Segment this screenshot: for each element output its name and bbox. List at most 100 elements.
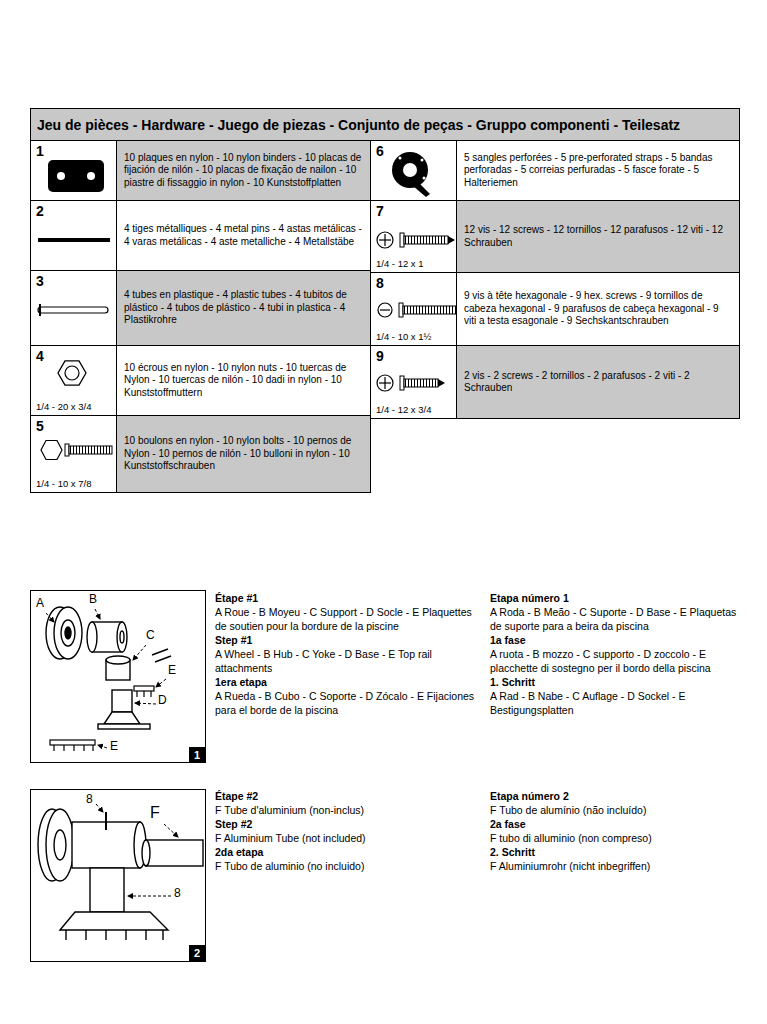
base-sketch <box>104 712 140 724</box>
plastic-tube-icon <box>38 304 108 316</box>
description-panel: 4 tiges métalliques - 4 metal pins - 4 a… <box>116 201 370 270</box>
callout-letter: F <box>150 804 160 822</box>
strap-roll-icon <box>421 159 424 162</box>
wheel-sketch <box>54 607 82 659</box>
phillips-screw-icon <box>448 236 455 244</box>
yoke-sketch <box>106 656 130 664</box>
binder-plate-icon <box>48 160 104 192</box>
step-heading: 2a fase <box>490 817 740 831</box>
size-spec: 1/4 - 10 x 1½ <box>376 331 431 342</box>
binder-plate-icon <box>87 172 95 180</box>
figure-frame <box>31 591 206 763</box>
binder-plate-icon <box>48 160 104 192</box>
size-spec: 1/4 - 12 x 3/4 <box>376 404 431 415</box>
nut-icon <box>58 361 86 385</box>
nut-icon <box>58 361 86 385</box>
table-title: Jeu de pièces - Hardware - Juego de piez… <box>37 117 680 133</box>
metal-pin-icon <box>38 238 110 242</box>
leader-line <box>98 745 107 748</box>
part-description: 5 sangles perforées - 5 pre-perforated s… <box>464 152 732 190</box>
hub-sketch <box>87 622 97 652</box>
short-screw-icon <box>400 376 404 390</box>
part-description: 10 plaques en nylon - 10 nylon binders -… <box>124 152 363 190</box>
size-spec: 1/4 - 20 x 3/4 <box>36 401 91 412</box>
top-rail-plates-sketch <box>134 686 154 691</box>
step-parts-text: A Rueda - B Cubo - C Soporte - D Zócalo … <box>215 689 480 717</box>
step-heading: 2. Schritt <box>490 845 740 859</box>
step-parts-text: F Tubo de aluminio (no incluido) <box>215 859 480 873</box>
step-heading: 1. Schritt <box>490 675 740 689</box>
part-number: 5 <box>36 418 44 434</box>
short-screw-icon <box>379 382 391 383</box>
short-screw-icon <box>404 379 438 387</box>
base-sketch <box>112 690 132 712</box>
bolt-icon <box>70 446 111 454</box>
screw-sketch <box>105 812 107 830</box>
figure-badge: 1 <box>189 747 205 763</box>
parts-cell: 10 boulons en nylon - 10 nylon bolts - 1… <box>30 415 371 493</box>
part-number: 9 <box>376 348 384 364</box>
step-parts-text: F tubo di alluminio (non compreso) <box>490 831 740 845</box>
strap-roll-icon <box>392 152 428 188</box>
strap-roll-icon <box>403 163 417 177</box>
strap-roll-icon <box>423 177 426 180</box>
part-number: 3 <box>36 273 44 289</box>
part-number: 6 <box>376 143 384 159</box>
binder-plate-icon <box>57 172 65 180</box>
base-sketch <box>65 930 66 940</box>
wheel-sketch <box>38 809 74 881</box>
callout-letter: E <box>110 740 118 753</box>
hex-screw-icon <box>403 306 458 314</box>
callout-letter: B <box>89 593 97 606</box>
parts-cell: 4 tubes en plastique - 4 plastic tubes -… <box>30 270 371 346</box>
part-description: 10 écrous en nylon - 10 nylon nuts - 10 … <box>124 362 363 400</box>
top-rail-plates-sketch <box>143 691 144 697</box>
parts-cell: 10 écrous en nylon - 10 nylon nuts - 10 … <box>30 345 371 416</box>
leader-line <box>128 896 171 897</box>
text-column: Étape #1A Roue - B Moyeu - C Support - D… <box>215 591 480 717</box>
description-panel: 5 sangles perforées - 5 pre-perforated s… <box>456 141 739 200</box>
bolt-icon <box>41 441 112 460</box>
callout-letter: C <box>146 629 155 642</box>
hub-sketch <box>72 822 146 868</box>
metal-pin-icon <box>38 238 110 242</box>
aluminium-tube-sketch <box>142 840 203 866</box>
figure-frame <box>31 790 206 962</box>
hex-screw-icon <box>378 303 458 317</box>
step-heading: Étape #2 <box>215 789 480 803</box>
leader-line <box>96 804 103 812</box>
base-sketch <box>85 930 86 940</box>
size-spec: 1/4 - 10 x 7/8 <box>36 478 91 489</box>
hex-screw-icon <box>404 306 457 314</box>
part-number: 2 <box>36 203 44 219</box>
short-screw-icon <box>377 375 393 391</box>
step-parts-text: F Aluminiumrohr (nicht inbegriffen) <box>490 859 740 873</box>
text-column: Etapa número 1A Roda - B Meão - C Suport… <box>490 591 740 717</box>
step-parts-text: F Tubo de alumínio (não incluído) <box>490 803 740 817</box>
bolt-icon <box>65 444 69 456</box>
step-heading: Step #1 <box>215 633 480 647</box>
yoke-sketch <box>152 649 168 655</box>
part-description: 10 boulons en nylon - 10 nylon bolts - 1… <box>124 435 363 473</box>
short-screw-icon <box>377 375 445 391</box>
leader-line <box>46 613 54 622</box>
part-description: 2 vis - 2 screws - 2 tornillos - 2 paraf… <box>464 370 732 395</box>
hex-screw-icon <box>380 309 390 310</box>
parts-cell: 4 tiges métalliques - 4 metal pins - 4 a… <box>30 200 371 271</box>
step-heading: 1era etapa <box>215 675 480 689</box>
description-panel: 10 boulons en nylon - 10 nylon bolts - 1… <box>116 416 370 492</box>
step-parts-text: A Wheel - B Hub - C Yoke - D Base - E To… <box>215 647 480 675</box>
description-panel: 2 vis - 2 screws - 2 tornillos - 2 paraf… <box>456 346 739 418</box>
bottom-plates-sketch <box>50 740 95 751</box>
parts-cell: 9 vis à tête hexagonale - 9 hex. screws … <box>370 272 740 346</box>
top-rail-plates-sketch <box>134 686 154 697</box>
step-parts-text: A ruota - B mozzo - C supporto - D zocco… <box>490 647 740 675</box>
text-column: Étape #2F Tube d'aluminium (non-inclus)S… <box>215 789 480 873</box>
step-heading: Step #2 <box>215 817 480 831</box>
wheel-sketch <box>46 809 74 881</box>
hub-sketch <box>120 631 124 643</box>
figure-number: 2 <box>194 947 200 959</box>
description-panel: 10 écrous en nylon - 10 nylon nuts - 10 … <box>116 346 370 415</box>
hub-sketch <box>87 622 127 652</box>
step-heading: Étape #1 <box>215 591 480 605</box>
